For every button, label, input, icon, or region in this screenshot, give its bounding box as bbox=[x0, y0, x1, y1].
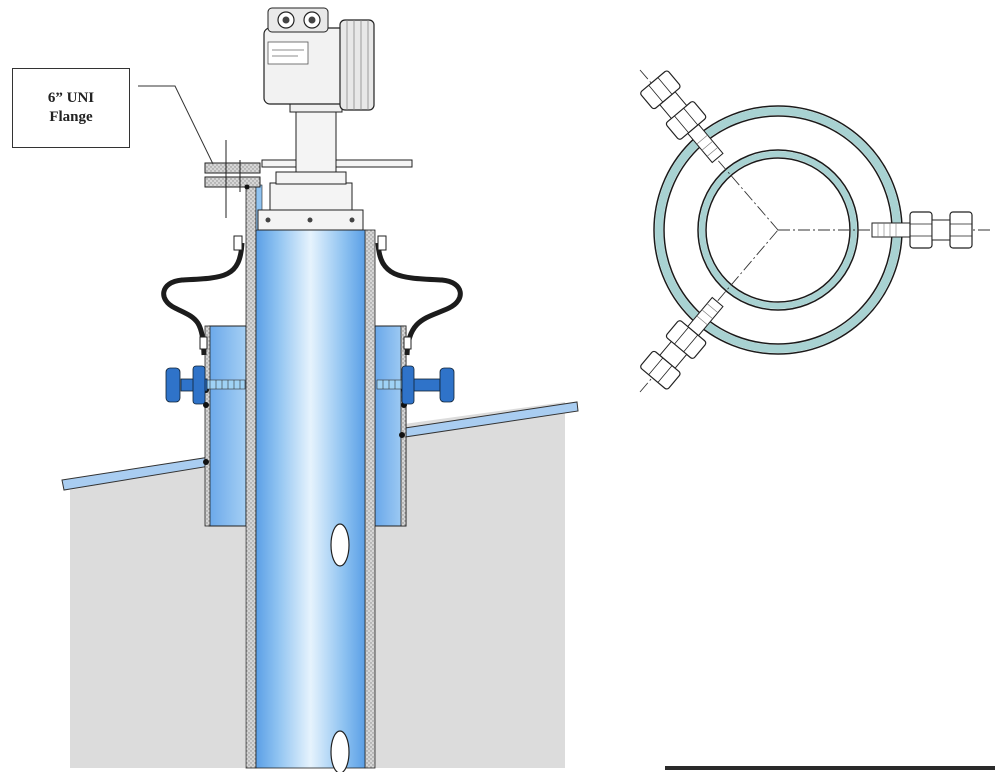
top-view-bolt-upper-left bbox=[640, 70, 724, 164]
scan-edge bbox=[665, 766, 995, 770]
vent-hole-lower bbox=[330, 730, 350, 772]
top-view bbox=[639, 69, 990, 393]
uni-flange bbox=[204, 140, 261, 218]
top-view-bolt-lower-left bbox=[640, 296, 724, 390]
left-flex-gasket bbox=[161, 242, 245, 356]
flange-callout: 6” UNI Flange bbox=[12, 68, 130, 148]
callout-line-2: Flange bbox=[49, 109, 93, 125]
callout-line-1: 6” UNI bbox=[47, 90, 95, 107]
tank-body bbox=[375, 402, 565, 768]
transmitter-head bbox=[257, 7, 413, 231]
right-clamp-screw bbox=[376, 365, 455, 405]
left-sleeve bbox=[204, 325, 247, 527]
flange-leader-line bbox=[138, 85, 214, 165]
tank-body bbox=[70, 458, 245, 768]
top-view-bolt-right bbox=[871, 211, 973, 249]
left-clip bbox=[199, 336, 208, 350]
left-clip bbox=[233, 235, 243, 251]
left-clamp-screw bbox=[165, 365, 246, 405]
stilling-pipe bbox=[245, 184, 376, 769]
vent-hole-upper bbox=[330, 523, 350, 567]
right-flex-gasket bbox=[375, 242, 463, 356]
right-clip bbox=[403, 336, 412, 350]
right-sleeve bbox=[374, 325, 407, 527]
right-clip bbox=[377, 235, 387, 251]
